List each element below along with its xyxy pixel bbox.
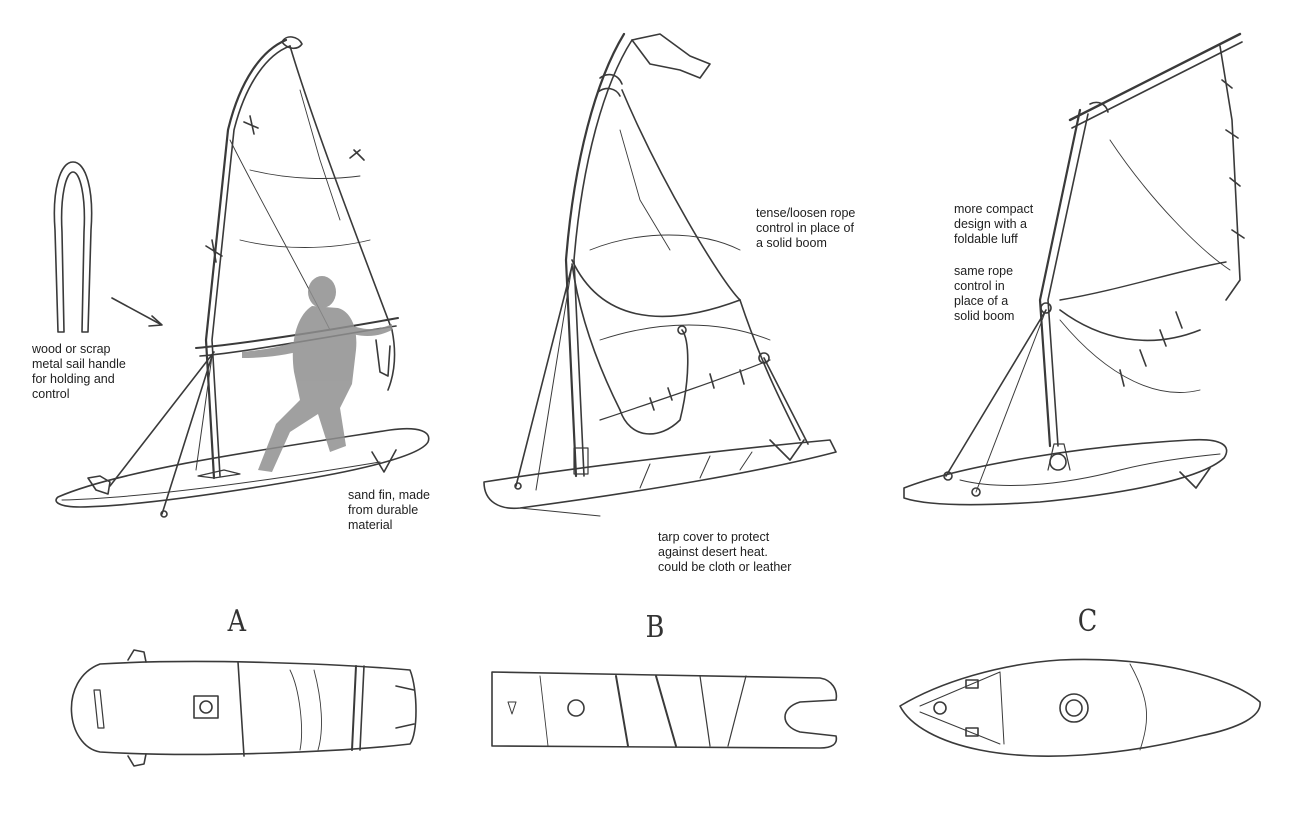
- handle-note: wood or scrap metal sail handle for hold…: [32, 342, 126, 401]
- rope-note: tense/loosen rope control in place of a …: [756, 206, 856, 250]
- windsurfer-c-side-view: [903, 32, 1245, 506]
- compact-note: more compact design with a foldable luff: [954, 202, 1034, 246]
- rider-silhouette: [242, 276, 392, 472]
- windsurfer-b-side-view: [483, 32, 837, 517]
- variant-a-label: A: [227, 604, 247, 639]
- windsurfer-a-side-view: [55, 36, 430, 518]
- fin-note: sand fin, made from durable material: [348, 488, 430, 532]
- board-b-top-view: [491, 671, 838, 749]
- variant-b-label: B: [645, 610, 665, 645]
- tarp-note: tarp cover to protect against desert hea…: [658, 530, 792, 574]
- sail-handle-drawing: [53, 161, 163, 333]
- board-c-top-view: [899, 658, 1261, 757]
- variant-c-label: C: [1077, 604, 1098, 639]
- rope-c-note: same rope control in place of a solid bo…: [954, 264, 1015, 323]
- board-a-top-view: [70, 649, 417, 767]
